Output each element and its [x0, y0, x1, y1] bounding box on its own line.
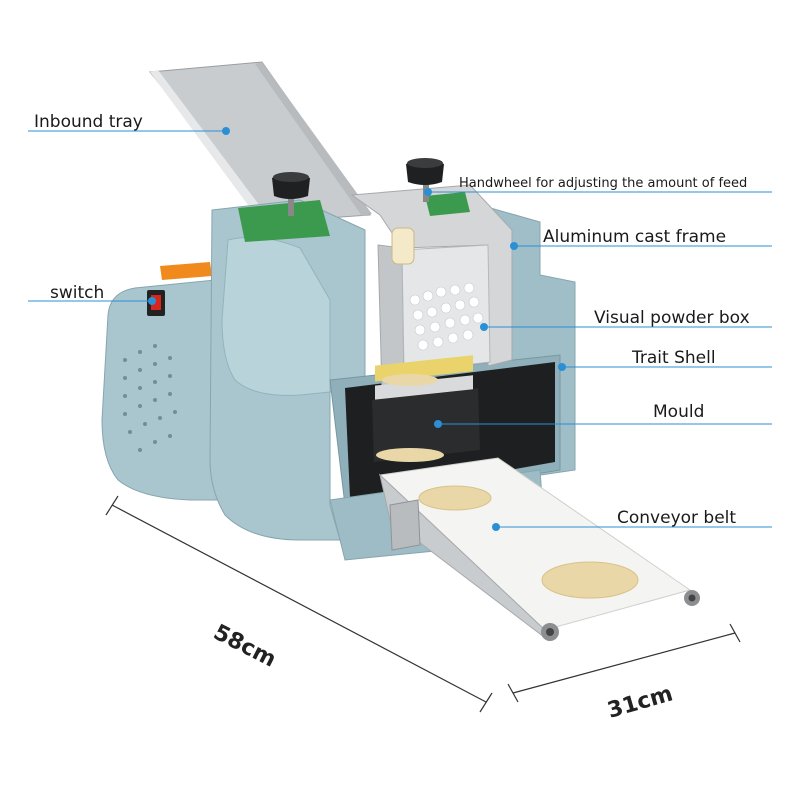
callout-handwheel: Handwheel for adjusting the amount of fe… — [424, 176, 772, 196]
label-powder-box: Visual powder box — [594, 308, 750, 328]
motor-housing — [101, 262, 229, 501]
callout-conveyor-belt: Conveyor belt — [492, 508, 772, 531]
label-handwheel: Handwheel for adjusting the amount of fe… — [459, 176, 747, 191]
vent-holes — [123, 344, 177, 452]
conveyor-belt-illustration — [378, 457, 700, 642]
label-switch: switch — [50, 283, 104, 303]
callout-trait-shell: Trait Shell — [558, 348, 772, 371]
label-conveyor-belt: Conveyor belt — [617, 508, 736, 528]
label-inbound-tray: Inbound tray — [34, 112, 143, 132]
powder-box — [391, 227, 491, 373]
machine-illustration — [101, 61, 700, 642]
label-trait-shell: Trait Shell — [631, 348, 716, 368]
dimension-width-label: 31cm — [605, 681, 676, 723]
callout-inbound-tray: Inbound tray — [28, 112, 230, 135]
label-mould: Mould — [653, 402, 704, 422]
inbound-tray — [149, 61, 372, 224]
knob-icon — [272, 172, 310, 216]
aluminum-frame — [350, 184, 513, 393]
callout-aluminum-frame: Aluminum cast frame — [510, 227, 772, 250]
callout-mould: Mould — [434, 402, 772, 428]
label-aluminum-frame: Aluminum cast frame — [543, 227, 726, 247]
switch-icon — [147, 290, 165, 316]
dimension-width: 31cm — [507, 623, 741, 724]
callout-switch: switch — [28, 283, 156, 305]
mould-roller — [372, 355, 480, 462]
dimension-length-label: 58cm — [209, 620, 280, 673]
callout-powder-box: Visual powder box — [480, 308, 772, 331]
